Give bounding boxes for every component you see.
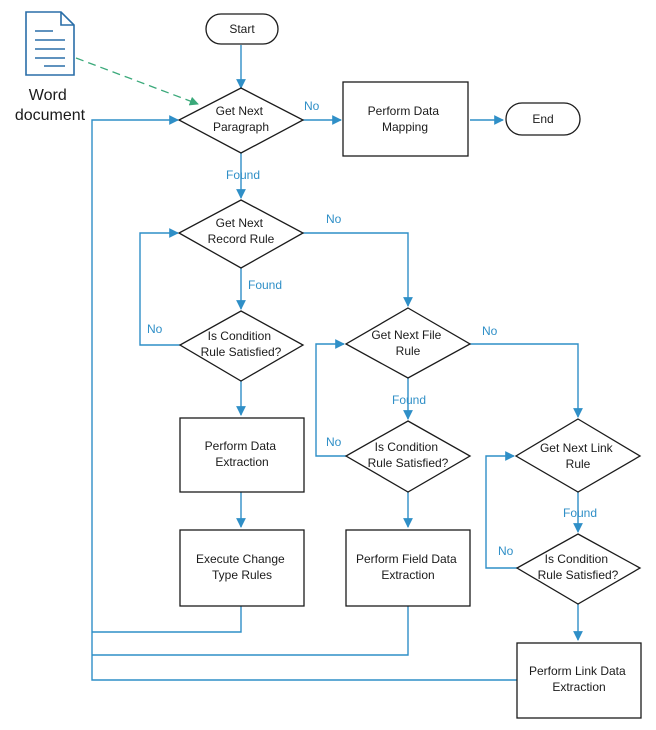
perform-data-mapping-label: Perform Data Mapping xyxy=(368,104,443,134)
condition2-no-connector xyxy=(315,339,346,457)
perform-link-data-extraction-label: Perform Link Data Extraction xyxy=(529,664,629,694)
get-next-file-rule-label: Get Next File Rule xyxy=(371,328,444,358)
execute-change-type-rules-process xyxy=(179,529,305,607)
connector-labels: No Found No Found No No Found No Found N… xyxy=(147,99,597,558)
condition-3-decision xyxy=(515,533,642,605)
get-next-record-rule-label: Get Next Record Rule xyxy=(208,216,275,246)
condition1-no-label: No xyxy=(147,322,163,336)
paragraph-found-label: Found xyxy=(226,168,260,182)
get-next-link-rule-decision xyxy=(514,418,642,493)
perform-link-data-extraction-process xyxy=(516,642,642,719)
file-no-connector xyxy=(470,343,583,418)
change-rules-return-connector xyxy=(92,606,242,633)
get-next-link-rule-label: Get Next Link Rule xyxy=(540,441,616,471)
condition-2-label: Is Condition Rule Satisfied? xyxy=(368,440,449,470)
file-found-label: Found xyxy=(392,393,426,407)
start-terminal xyxy=(205,13,279,45)
get-next-record-rule-decision xyxy=(177,199,305,269)
connectors xyxy=(75,45,583,681)
get-next-paragraph-decision xyxy=(177,87,305,154)
perform-data-mapping-process xyxy=(342,81,469,157)
file-no-label: No xyxy=(482,324,498,338)
start-label: Start xyxy=(229,22,255,36)
end-terminal xyxy=(505,102,581,136)
condition-3-label: Is Condition Rule Satisfied? xyxy=(538,552,619,582)
condition-2-decision xyxy=(344,420,472,493)
perform-field-data-extraction-label: Perform Field Data Extraction xyxy=(356,552,460,582)
record-no-label: No xyxy=(326,212,342,226)
condition1-no-connector xyxy=(139,228,180,346)
record-found-label: Found xyxy=(248,278,282,292)
document-to-paragraph-connector xyxy=(75,57,199,106)
perform-data-extraction-label: Perform Data Extraction xyxy=(205,439,280,469)
get-next-paragraph-label: Get Next Paragraph xyxy=(213,104,269,134)
condition3-no-label: No xyxy=(498,544,514,558)
condition2-no-label: No xyxy=(326,435,342,449)
word-document-label: Word document xyxy=(15,87,86,124)
condition-1-decision xyxy=(178,310,305,382)
paragraph-no-label: No xyxy=(304,99,320,113)
record-no-connector xyxy=(303,232,413,307)
end-label: End xyxy=(532,112,553,126)
perform-data-extraction-process xyxy=(179,417,305,493)
link-found-label: Found xyxy=(563,506,597,520)
perform-field-data-extraction-process xyxy=(345,529,471,607)
condition3-no-connector xyxy=(485,451,517,569)
link-extraction-return-connector xyxy=(91,115,517,681)
word-document-icon xyxy=(25,11,75,76)
execute-change-type-rules-label: Execute Change Type Rules xyxy=(196,552,288,582)
condition-1-label: Is Condition Rule Satisfied? xyxy=(201,329,282,359)
field-extraction-return-connector xyxy=(92,606,409,656)
get-next-file-rule-decision xyxy=(344,307,472,379)
